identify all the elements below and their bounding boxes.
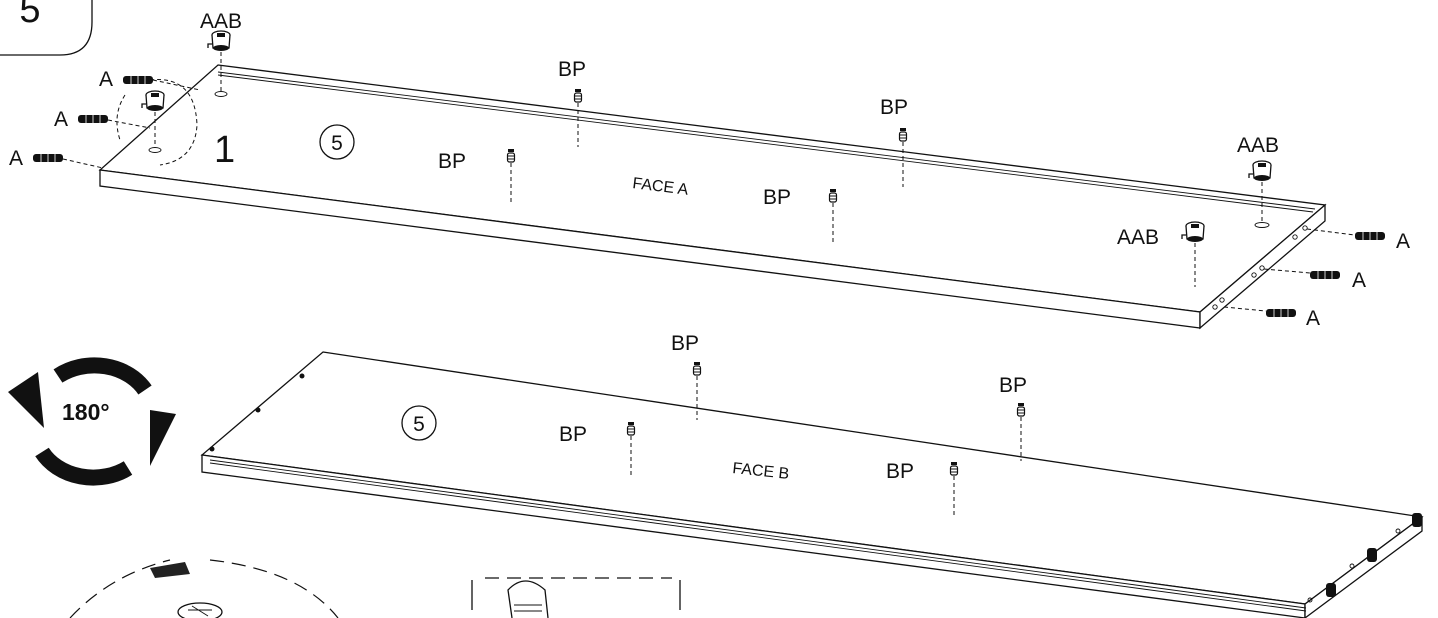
rotation-label: 180° (62, 399, 110, 425)
label-bp-5: BP (671, 332, 699, 355)
face-a-label: FACE A (632, 175, 690, 199)
cam-fitting-aab-3 (1181, 221, 1205, 287)
step-number-box (0, 0, 93, 56)
detail-reference: 1 (214, 129, 235, 171)
label-bp-4: BP (763, 186, 791, 209)
label-bp-2: BP (438, 150, 466, 173)
label-a-3: A (9, 147, 23, 170)
dowel-a-4 (1306, 228, 1386, 241)
top-panel (98, 64, 1327, 330)
label-a-4: A (1396, 230, 1410, 253)
face-b-label: FACE B (732, 460, 790, 483)
label-bp-7: BP (999, 374, 1027, 397)
dowel-a-1 (122, 75, 201, 91)
pin-bp-7 (1016, 402, 1026, 461)
pin-bp-2 (506, 148, 516, 205)
pin-bp-8 (949, 461, 959, 518)
pin-bp-6 (626, 421, 636, 478)
pin-bp-1 (573, 88, 583, 147)
detail-view-pin (471, 577, 681, 618)
detail-view-cam-lock (69, 559, 339, 618)
part-number-circle-bottom (401, 405, 437, 441)
label-bp-6: BP (559, 423, 587, 446)
label-a-5: A (1352, 269, 1366, 292)
dowel-a-6 (1223, 306, 1297, 318)
label-a-1: A (99, 68, 113, 91)
rotate-arrows-icon (8, 357, 176, 486)
label-aab-2: AAB (1237, 134, 1279, 157)
label-bp-1: BP (558, 58, 586, 81)
dowel-a-5 (1263, 268, 1341, 280)
part-number-circle-top (319, 124, 355, 160)
pin-bp-3 (898, 127, 908, 187)
cam-fitting-detail (141, 90, 165, 148)
pin-bp-4 (828, 188, 838, 245)
dowel-a-3 (32, 153, 104, 169)
label-bp-3: BP (880, 96, 908, 119)
part-number-bottom: 5 (413, 413, 425, 436)
bottom-panel (200, 351, 1424, 618)
part-number-top: 5 (331, 132, 343, 155)
step-number: 5 (19, 0, 40, 31)
label-bp-8: BP (886, 460, 914, 483)
label-a-2: A (54, 108, 68, 131)
dowel-a-2 (77, 114, 151, 129)
label-aab-1: AAB (200, 10, 242, 33)
label-aab-3: AAB (1117, 226, 1159, 249)
label-a-6: A (1306, 307, 1320, 330)
pin-bp-5 (692, 361, 702, 420)
